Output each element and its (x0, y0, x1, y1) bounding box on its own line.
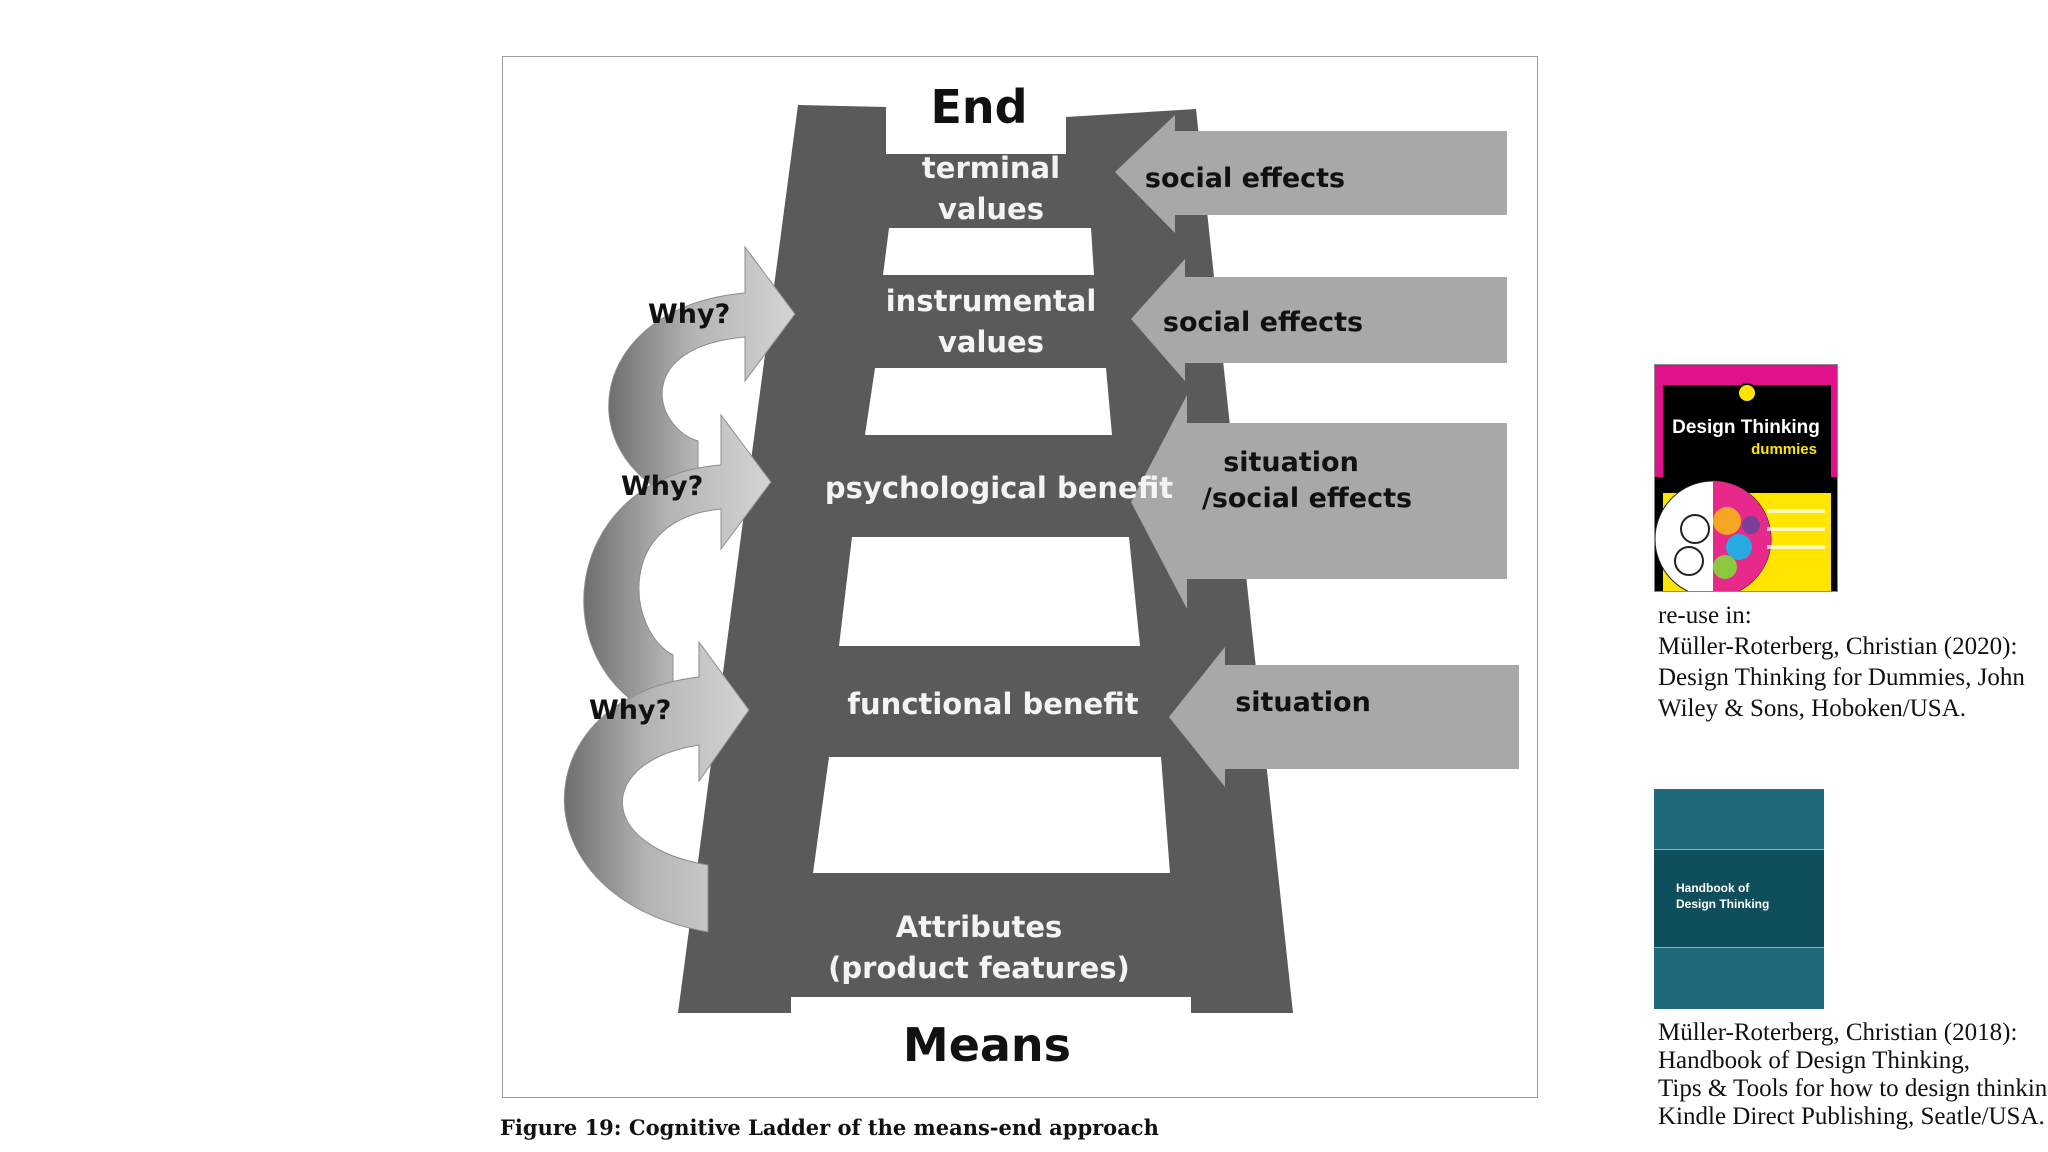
end-label: End (930, 80, 1027, 134)
level-1-label-line2: values (938, 192, 1044, 226)
right-arrow-3 (1131, 395, 1507, 609)
why-arrow-2 (583, 413, 772, 723)
right-arrow-4 (1169, 647, 1519, 787)
ladder-gap-1 (883, 228, 1094, 275)
right-arrow-3-label-line2: /social effects (1202, 483, 1412, 514)
ladder-gap-3 (839, 537, 1140, 646)
reference-2-line: Handbook of Design Thinking, (1658, 1047, 1971, 1074)
ladder-gap-2 (865, 368, 1112, 435)
figure-caption: Figure 19: Cognitive Ladder of the means… (500, 1115, 1159, 1140)
reference-1-line: Wiley & Sons, Hoboken/USA. (1658, 695, 1967, 722)
ladder-gap-4 (813, 757, 1170, 873)
reference-1-line: Müller-Roterberg, Christian (2020): (1658, 633, 2018, 660)
level-2-label-line1: instrumental (886, 284, 1097, 318)
dummies-logo-icon (1737, 383, 1757, 403)
level-3-label: psychological benefit (825, 471, 1173, 505)
book-2-title-line2: Design Thinking (1676, 897, 1770, 911)
book-1-series: dummies (1751, 441, 1817, 458)
reference-2-line: Kindle Direct Publishing, Seatle/USA. (1658, 1103, 2045, 1130)
book-cover-design-thinking-for-dummies: Design Thinking dummies (1654, 364, 1838, 592)
book-2-title-line1: Handbook of (1676, 881, 1750, 895)
why-label-3: Why? (589, 695, 671, 726)
level-1-label-line1: terminal (922, 151, 1060, 185)
why-arrow-3 (563, 640, 750, 933)
right-arrow-4-label: situation (1235, 687, 1371, 718)
why-label-1: Why? (648, 299, 730, 330)
reference-1-line: Design Thinking for Dummies, John (1658, 664, 2025, 691)
level-5-label-line2: (product features) (828, 951, 1130, 985)
book-1-title: Design Thinking (1672, 417, 1820, 438)
reference-2-text: Müller-Roterberg, Christian (2018): Hand… (1658, 1019, 2048, 1131)
right-arrow-2 (1131, 259, 1507, 381)
means-end-ladder-diagram: Why? Why? Why? social effects social eff… (563, 80, 1519, 1072)
means-label: Means (903, 1018, 1071, 1072)
why-label-2: Why? (621, 471, 703, 502)
level-4-label: functional benefit (847, 687, 1138, 721)
reference-1-text: re-use in: Müller-Roterberg, Christian (… (1658, 600, 2025, 724)
diagram-frame: Why? Why? Why? social effects social eff… (502, 56, 1538, 1098)
right-arrow-1 (1115, 115, 1507, 233)
why-arrow-1 (608, 245, 796, 508)
right-arrow-2-label: social effects (1163, 307, 1363, 338)
right-arrow-3-label-line1: situation (1223, 447, 1359, 478)
book-cover-handbook-of-design-thinking: Handbook of Design Thinking (1654, 789, 1824, 1009)
level-5-label-line1: Attributes (896, 910, 1063, 944)
brain-illustration-icon (1655, 480, 1825, 591)
reference-1-line: re-use in: (1658, 602, 1752, 629)
level-2-label-line2: values (938, 325, 1044, 359)
right-arrow-1-label: social effects (1145, 163, 1345, 194)
reference-2-line: Tips & Tools for how to design thinking, (1658, 1075, 2048, 1102)
reference-2-line: Müller-Roterberg, Christian (2018): (1658, 1019, 2018, 1046)
